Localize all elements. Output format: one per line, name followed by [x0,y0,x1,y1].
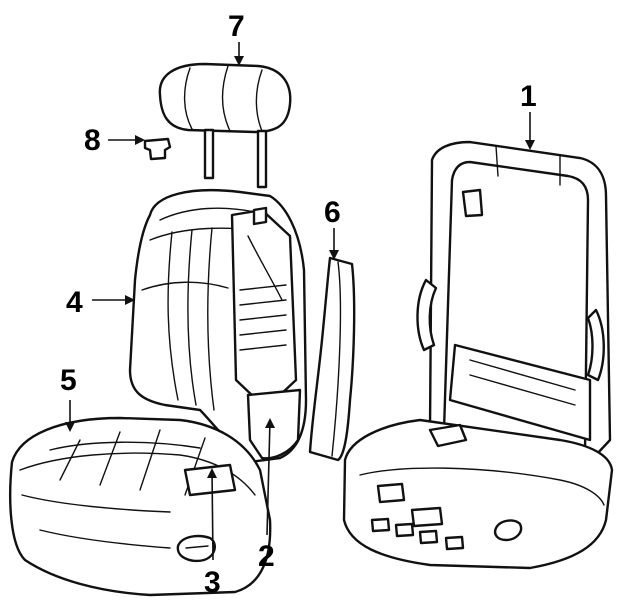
callout-5: 5 [60,364,77,397]
seat-back-part [128,188,308,464]
callout-3: 3 [204,566,221,599]
seat-cushion-part [9,416,272,597]
callout-7: 7 [228,10,245,43]
callout-8: 8 [84,124,101,157]
callout-2: 2 [258,540,275,573]
callout-4: 4 [66,286,83,319]
headrest-guide-part [143,137,172,161]
callout-6: 6 [324,196,341,229]
back-panel-part [308,256,356,462]
headrest-part [158,62,292,189]
callout-labels: 7 8 4 5 6 1 2 3 [60,10,537,599]
callout-arrows [65,42,535,561]
seat-frame-part [342,140,614,570]
callout-1: 1 [520,80,537,113]
